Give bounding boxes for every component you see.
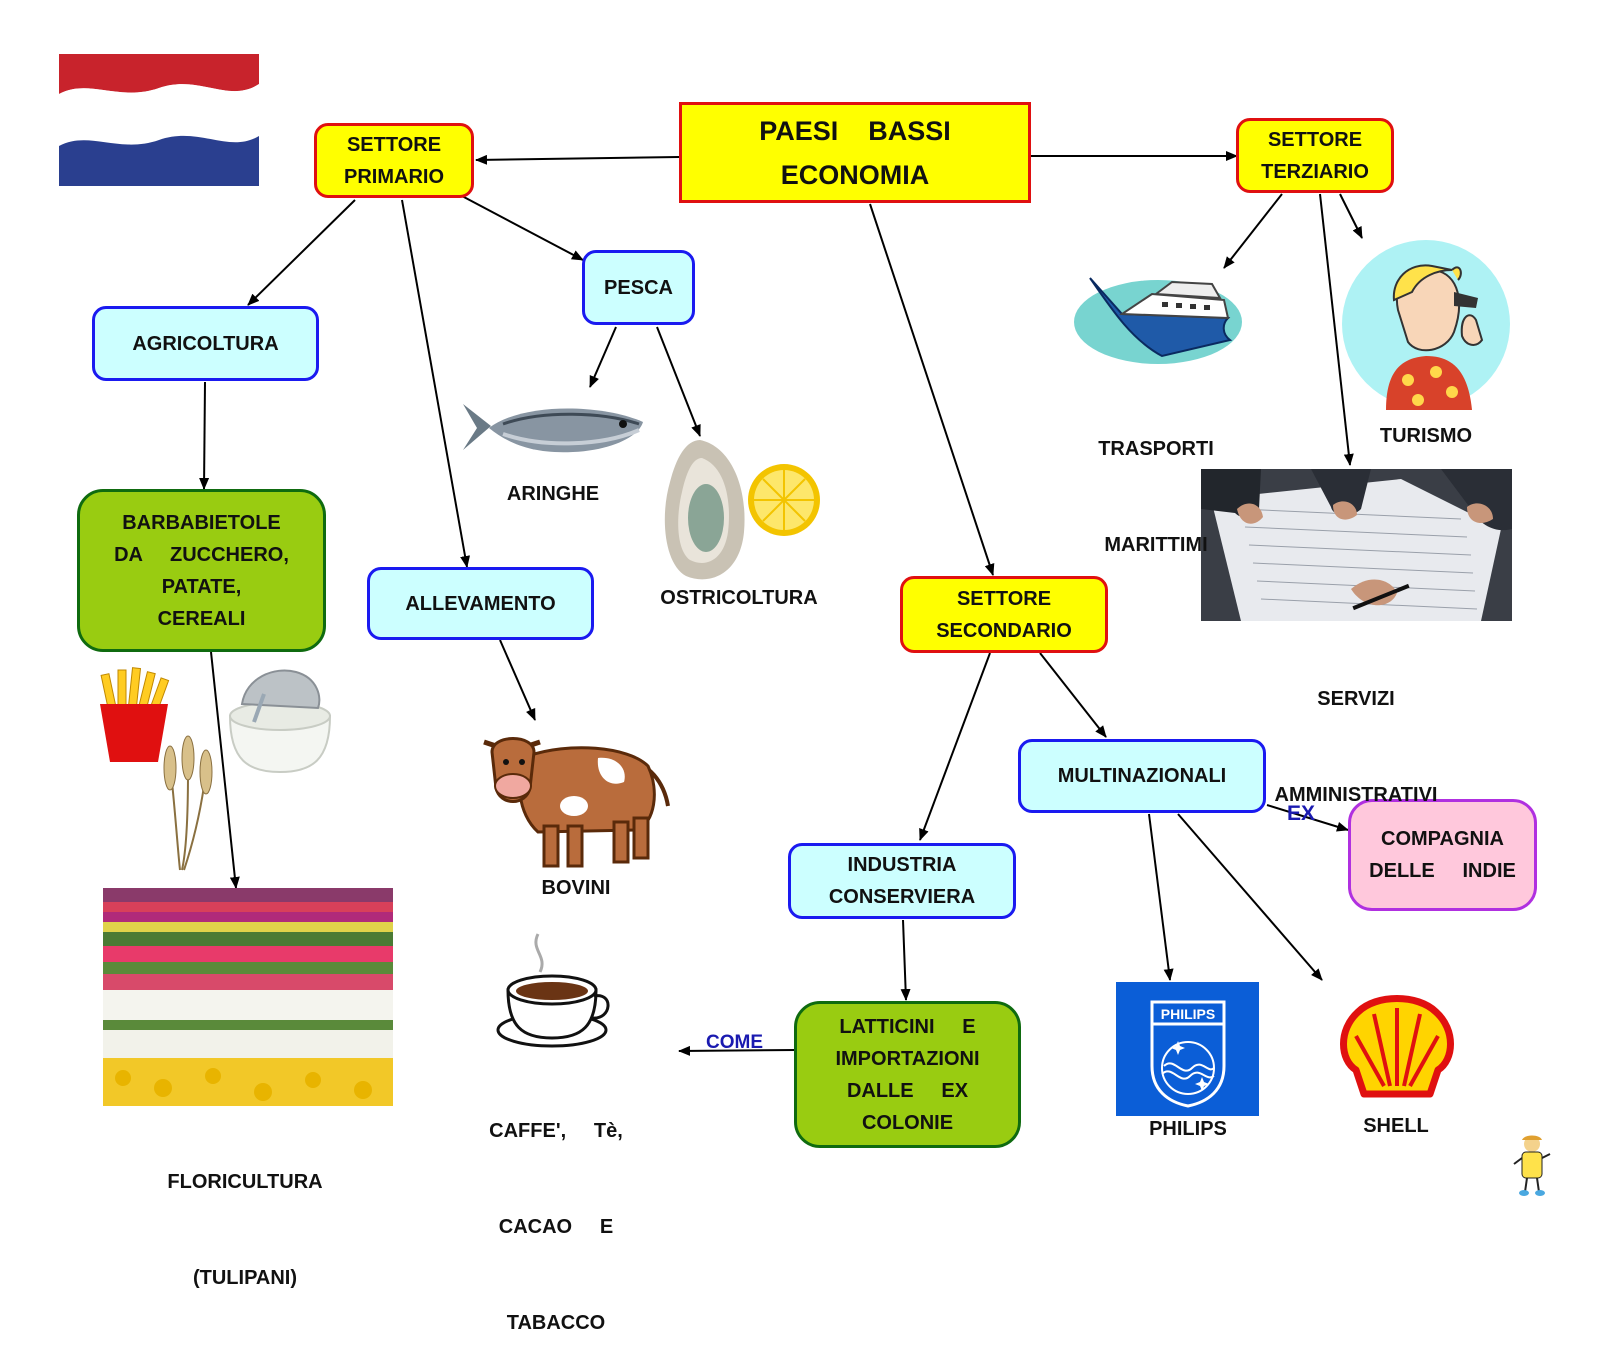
arrow-multinazionali-to-shell [1177,813,1323,981]
turismo-label: TURISMO [1379,425,1473,447]
multinazionali-box: MULTINAZIONALI [1018,739,1266,813]
philips-logo: PHILIPS [1116,982,1259,1116]
philips-shield-icon [1150,1000,1226,1108]
settore-terziario-line1: SETTORE [1267,128,1363,151]
arrow-multinazionali-to-compagnia [1266,804,1349,832]
settore-secondario-box: SETTORE SECONDARIO [900,576,1108,653]
settore-secondario-line2: SECONDARIO [936,619,1072,642]
agricoltura-box: AGRICOLTURA [92,306,319,381]
latticini-line1: LATTICINI E [839,1015,976,1038]
pesca-label: PESCA [604,276,673,299]
arrow-pesca-to-aringhe [589,326,617,388]
arrow-secondario-to-multinazionali [1039,652,1107,738]
settore-primario-box: SETTORE PRIMARIO [314,123,474,198]
fries-icon [100,667,170,762]
main-title-line1: PAESI BASSI [759,115,951,146]
settore-terziario-box: SETTORE TERZIARIO [1236,118,1394,193]
settore-terziario-line2: TERZIARIO [1261,160,1369,183]
tourist-cartoon-icon [1342,240,1510,410]
caffe-line3: TABACCO [506,1312,606,1334]
caffe-line1: CAFFE', Tè, [489,1120,623,1142]
floricultura-label: FLORICULTURA (TULIPANI) [130,1102,360,1326]
latticini-line3: DALLE EX [846,1079,969,1102]
allevamento-box: ALLEVAMENTO [367,567,594,640]
edge-label-come: COME [706,1032,763,1053]
arrow-latticini-to-caffe [678,1045,797,1056]
tulip-field-photo [103,888,393,1106]
main-title-box: PAESI BASSI ECONOMIA [679,102,1031,203]
latticini-box: LATTICINI E IMPORTAZIONI DALLE EX COLONI… [794,1001,1021,1148]
arrow-terziario-to-servizi [1319,193,1354,466]
trasporti-line1: TRASPORTI [1098,438,1214,460]
caffe-line2: CACAO E [498,1216,614,1238]
fish-icon [463,404,643,453]
ostricoltura-label: OSTRICOLTURA [660,587,818,609]
arrow-allevamento-to-bovini [499,639,536,721]
wheat-icon [163,735,213,871]
ship-icon [1074,277,1242,364]
aringhe-label: ARINGHE [506,483,600,505]
cow-icon [483,737,670,868]
barbabietole-box: BARBABIETOLE DA ZUCCHERO, PATATE, CEREAL… [77,489,326,652]
main-title-line2: ECONOMIA [780,159,930,190]
trasporti-label: TRASPORTI MARITTIMI [1076,369,1236,593]
servizi-label: SERVIZI AMMINISTRATIVI [1256,619,1456,843]
arrow-primario-to-allevamento [401,199,471,568]
dutch-flag-icon [59,54,259,186]
caffe-label: CAFFE', Tè, CACAO E TABACCO [476,1051,636,1371]
arrow-terziario-to-trasporti [1223,193,1283,269]
industria-line1: INDUSTRIA [847,854,957,876]
barbabietole-line2: DA ZUCCHERO, [114,543,289,566]
multinazionali-label: MULTINAZIONALI [1057,765,1227,787]
coffee-cup-icon [496,933,610,1048]
industria-conserviera-box: INDUSTRIA CONSERVIERA [788,843,1016,919]
arrow-terziario-to-turismo [1339,193,1363,239]
agricoltura-label: AGRICOLTURA [132,332,279,355]
pesca-box: PESCA [582,250,695,325]
bovini-label: BOVINI [541,877,611,899]
allevamento-label: ALLEVAMENTO [405,592,556,615]
arrow-secondario-to-industria [919,652,991,841]
shell-label: SHELL [1363,1115,1429,1137]
arrow-agricoltura-to-barbabietole [199,381,210,490]
settore-secondario-line1: SETTORE [956,587,1052,610]
barbabietole-line1: BARBABIETOLE [122,511,281,534]
arrow-primario-to-agricoltura [247,199,356,306]
philips-label: PHILIPS [1149,1118,1227,1140]
arrow-industria-to-latticini [900,919,911,1001]
industria-line2: CONSERVIERA [828,886,976,908]
settore-primario-line2: PRIMARIO [344,165,444,188]
arrow-primario-to-pesca [461,195,584,261]
compagnia-indie-box: COMPAGNIA DELLE INDIE [1348,799,1537,911]
arrow-main-to-primario [475,154,680,165]
compagnia-line2: DELLE INDIE [1369,860,1516,882]
office-paperwork-photo [1201,469,1512,621]
arrow-main-to-secondario [869,203,995,576]
floricultura-line2: (TULIPANI) [192,1267,298,1289]
arrow-barbabietole-to-floricultura [210,651,240,889]
sugar-bowl-icon [228,669,332,774]
barbabietole-line4: CEREALI [157,607,246,630]
servizi-line2: AMMINISTRATIVI [1274,784,1438,806]
mascot-icon [1513,1135,1551,1196]
arrow-pesca-to-ostricoltura [656,326,701,437]
floricultura-line1: FLORICULTURA [167,1171,323,1193]
latticini-line2: IMPORTAZIONI [835,1047,980,1070]
trasporti-line2: MARITTIMI [1104,534,1208,556]
settore-primario-line1: SETTORE [346,133,442,156]
servizi-line1: SERVIZI [1317,688,1395,710]
oyster-lemon-icon [664,440,820,580]
shell-logo [1340,995,1454,1098]
latticini-line4: COLONIE [861,1111,954,1134]
connector-layer [199,151,1363,1056]
edge-label-ex: EX [1287,802,1316,825]
arrow-multinazionali-to-philips [1148,813,1174,981]
compagnia-line1: COMPAGNIA [1381,828,1504,850]
philips-wordmark: PHILIPS [1160,1006,1216,1022]
barbabietole-line3: PATATE, [161,575,242,598]
